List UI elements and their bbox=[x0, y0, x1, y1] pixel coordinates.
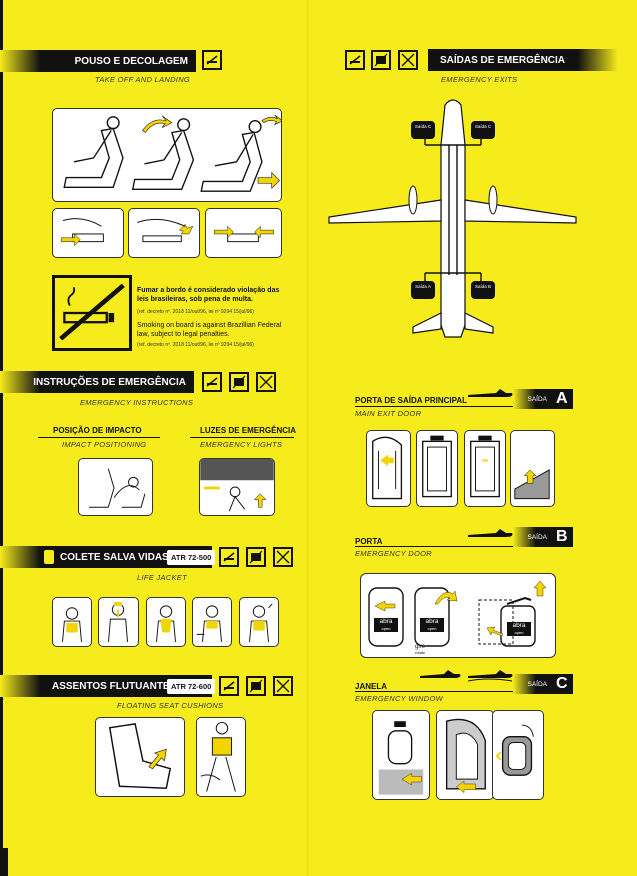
lifejacket-step-3 bbox=[146, 597, 186, 647]
plane-silhouette-icon bbox=[466, 387, 514, 401]
seatbelt-icon bbox=[202, 50, 222, 70]
lifejacket-step-1 bbox=[52, 597, 92, 647]
abra-label-3: abra open bbox=[507, 622, 531, 636]
exit-tag-letter: A bbox=[556, 390, 568, 407]
main-door-step-3 bbox=[464, 430, 506, 507]
no-smoking-small-icon bbox=[273, 676, 293, 696]
electronic-device-icon bbox=[246, 676, 266, 696]
emergency-door-illustration: abra open abra open abra open gire rotat… bbox=[360, 573, 556, 658]
lights-title: LUZES DE EMERGÊNCIA bbox=[200, 426, 297, 435]
fold-line bbox=[307, 0, 308, 876]
door-b-title: PORTA bbox=[355, 537, 383, 546]
exit-tag-word: SAÍDA bbox=[513, 674, 551, 694]
lifejacket-title: COLETE SALVA VIDAS bbox=[60, 551, 169, 563]
seats-model-badge: ATR 72-600 bbox=[167, 679, 216, 694]
aircraft-exit-diagram: Saída C Saída C Saída A Saída B bbox=[325, 95, 580, 345]
window-subtitle: EMERGENCY WINDOW bbox=[355, 694, 443, 703]
seatbelt-icon bbox=[219, 547, 239, 567]
hold-cushion-illustration bbox=[196, 717, 246, 797]
electronic-device-icon bbox=[229, 372, 249, 392]
lifejacket-step-2 bbox=[98, 597, 139, 647]
takeoff-subtitle: TAKE OFF AND LANDING bbox=[95, 75, 191, 84]
takeoff-title: POUSO E DECOLAGEM bbox=[74, 55, 188, 67]
electronic-device-icon bbox=[246, 547, 266, 567]
exit-door-label: Saída C bbox=[414, 124, 432, 129]
exits-subtitle: EMERGENCY EXITS bbox=[441, 75, 518, 84]
seatbelt-icon bbox=[219, 676, 239, 696]
door-b-subtitle: EMERGENCY DOOR bbox=[355, 549, 432, 558]
window-step-3 bbox=[492, 710, 544, 800]
lights-subtitle: EMERGENCY LIGHTS bbox=[200, 440, 283, 449]
seat-upright-illustration bbox=[52, 108, 282, 202]
seatbelt-icon bbox=[202, 372, 222, 392]
exits-section-bar: SAÍDAS DE EMERGÊNCIA bbox=[428, 49, 618, 71]
seatbelt-icon bbox=[345, 50, 365, 70]
lifejacket-subtitle: LIFE JACKET bbox=[137, 573, 187, 582]
lifejacket-section-bar: COLETE SALVA VIDAS bbox=[0, 546, 212, 568]
main-door-subtitle: MAIN EXIT DOOR bbox=[355, 409, 422, 418]
electronic-device-icon bbox=[371, 50, 391, 70]
exit-tag-letter: C bbox=[556, 675, 568, 692]
seatbelt-tighten-illustration bbox=[128, 208, 200, 258]
window-step-2 bbox=[436, 710, 494, 800]
exit-door-label: Saída C bbox=[474, 124, 492, 129]
smoking-warning-en: Smoking on board is against Brazillian F… bbox=[137, 322, 282, 338]
exit-tag-b: SAÍDA B bbox=[513, 527, 573, 547]
no-smoking-small-icon bbox=[256, 372, 276, 392]
takeoff-section-bar: POUSO E DECOLAGEM bbox=[0, 50, 196, 72]
window-title: JANELA bbox=[355, 682, 388, 691]
plane-silhouettes-icon bbox=[418, 668, 514, 682]
impact-title: POSIÇÃO DE IMPACTO bbox=[53, 426, 142, 435]
exits-title: SAÍDAS DE EMERGÊNCIA bbox=[440, 54, 566, 66]
exit-tag-a: SAÍDA A bbox=[513, 389, 573, 409]
main-door-underline bbox=[355, 406, 515, 407]
lifejacket-model-badge: ATR 72-500 bbox=[167, 550, 216, 565]
emergency-subtitle: EMERGENCY INSTRUCTIONS bbox=[80, 398, 194, 407]
seatbelt-fasten-illustration bbox=[52, 208, 124, 258]
seats-subtitle: FLOATING SEAT CUSHIONS bbox=[117, 701, 224, 710]
page-corner bbox=[0, 848, 8, 876]
main-door-title: PORTA DE SAÍDA PRINCIPAL bbox=[355, 396, 468, 405]
main-door-step-2 bbox=[416, 430, 458, 507]
exit-tag-word: SAÍDA bbox=[513, 527, 551, 547]
door-b-underline bbox=[355, 546, 515, 547]
exit-door-label: Saída B bbox=[474, 284, 491, 289]
exit-door-label: Saída A bbox=[415, 284, 431, 289]
lights-underline bbox=[190, 437, 294, 438]
brace-position-illustration bbox=[78, 458, 153, 516]
lifejacket-step-5 bbox=[239, 597, 279, 647]
window-step-1 bbox=[372, 710, 430, 800]
seat-cushion-illustration bbox=[95, 717, 185, 797]
seats-section-bar: ASSENTOS FLUTUANTES bbox=[0, 675, 212, 697]
emergency-title: INSTRUÇÕES DE EMERGÊNCIA bbox=[33, 376, 186, 388]
no-smoking-small-icon bbox=[398, 50, 418, 70]
main-door-step-1 bbox=[366, 430, 411, 507]
plane-silhouette-icon bbox=[466, 527, 514, 541]
no-smoking-icon bbox=[52, 275, 132, 351]
seatbelt-release-illustration bbox=[205, 208, 282, 258]
impact-subtitle: IMPACT POSITIONING bbox=[62, 440, 147, 449]
abra-label-1: abra open bbox=[374, 618, 398, 632]
no-smoking-small-icon bbox=[273, 547, 293, 567]
window-underline bbox=[355, 691, 515, 692]
abra-label-2: abra open bbox=[420, 618, 444, 632]
smoking-reference-en: (ref. decreto nº. 2018 11/out/96, lei nº… bbox=[137, 342, 254, 348]
exit-tag-c: SAÍDA C bbox=[513, 674, 573, 694]
main-door-step-4 bbox=[510, 430, 555, 507]
lifejacket-step-4 bbox=[192, 597, 232, 647]
floor-lights-illustration bbox=[199, 458, 275, 516]
impact-underline bbox=[38, 437, 160, 438]
gire-label: gire rotate bbox=[415, 644, 426, 655]
smoking-reference-pt: (ref. decreto nº. 2018 11/out/96, lei nº… bbox=[137, 309, 254, 315]
exit-tag-letter: B bbox=[556, 528, 568, 545]
emergency-section-bar: INSTRUÇÕES DE EMERGÊNCIA bbox=[0, 371, 194, 393]
smoking-warning-pt: Fumar a bordo é considerado violação das… bbox=[137, 287, 280, 303]
lifejacket-icon bbox=[44, 550, 54, 564]
page-edge bbox=[0, 0, 3, 876]
seats-title: ASSENTOS FLUTUANTES bbox=[52, 680, 177, 692]
exit-tag-word: SAÍDA bbox=[513, 389, 551, 409]
